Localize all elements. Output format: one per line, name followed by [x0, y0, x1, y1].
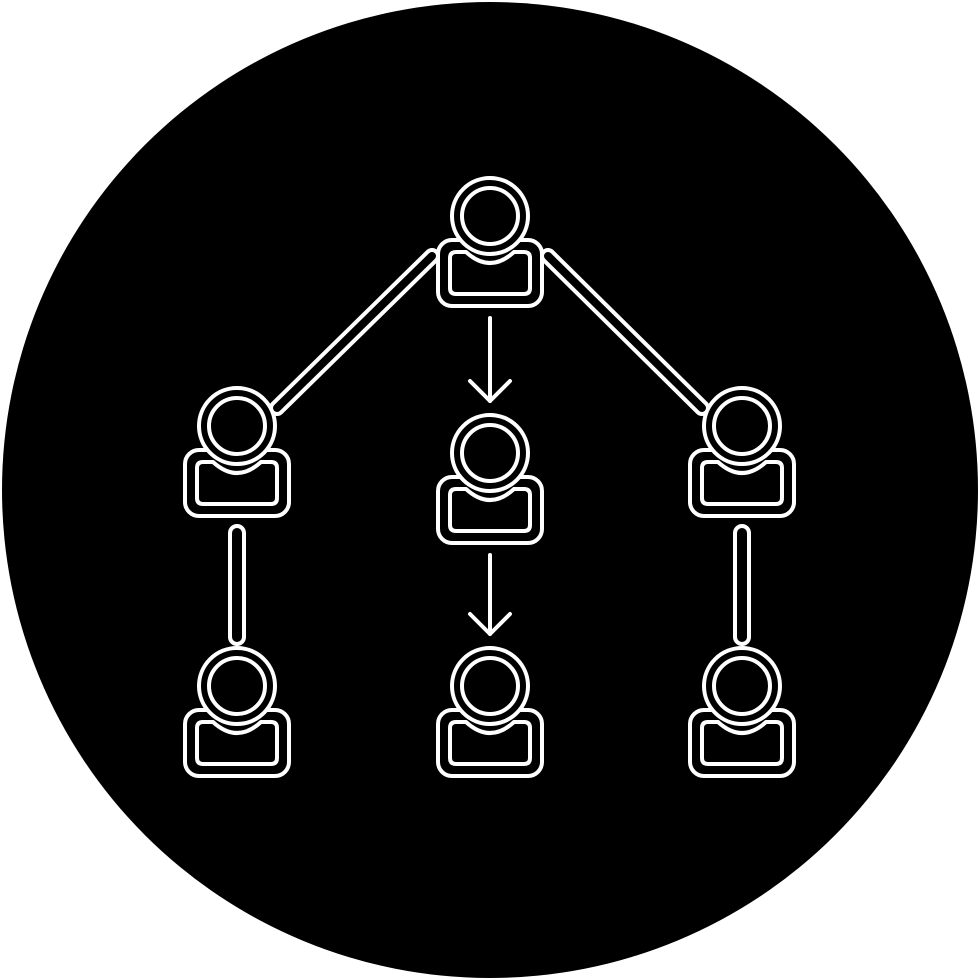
- person-head-inner: [460, 186, 520, 246]
- connector-line: [540, 248, 710, 416]
- person-icon: [436, 176, 544, 308]
- person-head-inner: [460, 423, 520, 483]
- person-head-inner: [207, 396, 267, 456]
- connector-inner: [544, 252, 706, 412]
- person-body-inner: [195, 460, 279, 506]
- connector-line: [269, 248, 440, 416]
- person-body-inner: [448, 720, 532, 766]
- person-body-inner: [700, 460, 784, 506]
- person-icon: [436, 646, 544, 778]
- connector-line: [228, 524, 246, 646]
- arrow-head: [468, 612, 512, 636]
- down-arrow-icon: [468, 316, 512, 403]
- connector-inner: [273, 252, 436, 412]
- arrow-head: [468, 379, 512, 403]
- person-head-inner: [712, 396, 772, 456]
- person-body-inner: [448, 487, 532, 533]
- person-body-inner: [700, 720, 784, 766]
- person-head-inner: [207, 656, 267, 716]
- person-icon: [436, 413, 544, 545]
- person-head-inner: [460, 656, 520, 716]
- connectors-group: [228, 248, 751, 646]
- person-icon: [183, 386, 291, 518]
- person-body-inner: [448, 250, 532, 296]
- person-icon: [183, 646, 291, 778]
- down-arrow-icon: [468, 553, 512, 636]
- person-head-inner: [712, 656, 772, 716]
- person-icon: [688, 386, 796, 518]
- person-body-inner: [195, 720, 279, 766]
- people-group: [183, 176, 796, 778]
- connector-line: [733, 524, 751, 646]
- person-icon: [688, 646, 796, 778]
